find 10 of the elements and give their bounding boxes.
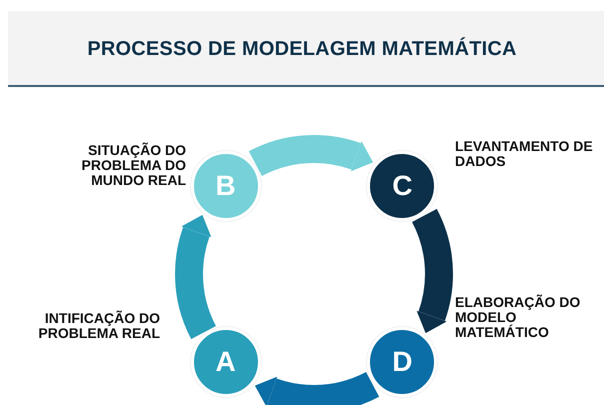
step-letter: A: [215, 346, 236, 378]
step-letter: B: [215, 170, 236, 202]
step-letter: D: [392, 346, 412, 378]
title: PROCESSO DE MODELAGEM MATEMÁTICA: [86, 38, 518, 61]
step-description: LEVANTAMENTO DE DADOS: [455, 139, 594, 169]
arrow: [254, 372, 378, 405]
step-description: SITUAÇÃO DO PROBLEMA DO MUNDO REAL: [80, 143, 186, 188]
step-description: ELABORAÇÃO DO MODELO MATEMÁTICO: [455, 295, 582, 340]
step-letter: C: [392, 170, 412, 202]
step-description: INTIFICAÇÃO DO PROBLEMA REAL: [37, 311, 160, 341]
